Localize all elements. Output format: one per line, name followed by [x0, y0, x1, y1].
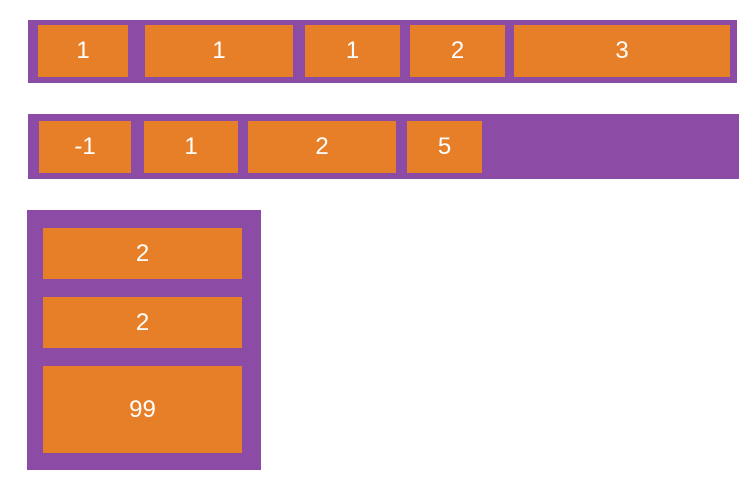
flex-container-left-column: 2 2 99 [27, 210, 261, 470]
flex-item: 2 [410, 25, 505, 77]
flex-item: -1 [39, 121, 131, 173]
flex-item: 1 [38, 25, 128, 77]
flex-item: 5 [407, 121, 482, 173]
flex-item: 1 [305, 25, 400, 77]
flex-item: 1 [144, 121, 238, 173]
flex-item: 99 [43, 366, 242, 453]
flex-item: 2 [248, 121, 396, 173]
flex-item: 3 [514, 25, 730, 77]
flex-item: 2 [43, 228, 242, 279]
flex-item: 1 [145, 25, 293, 77]
flex-container-top-row: 1 1 1 2 3 [28, 20, 737, 83]
flex-container-middle-row: -1 1 2 5 [28, 114, 739, 179]
flex-item: 2 [43, 297, 242, 348]
